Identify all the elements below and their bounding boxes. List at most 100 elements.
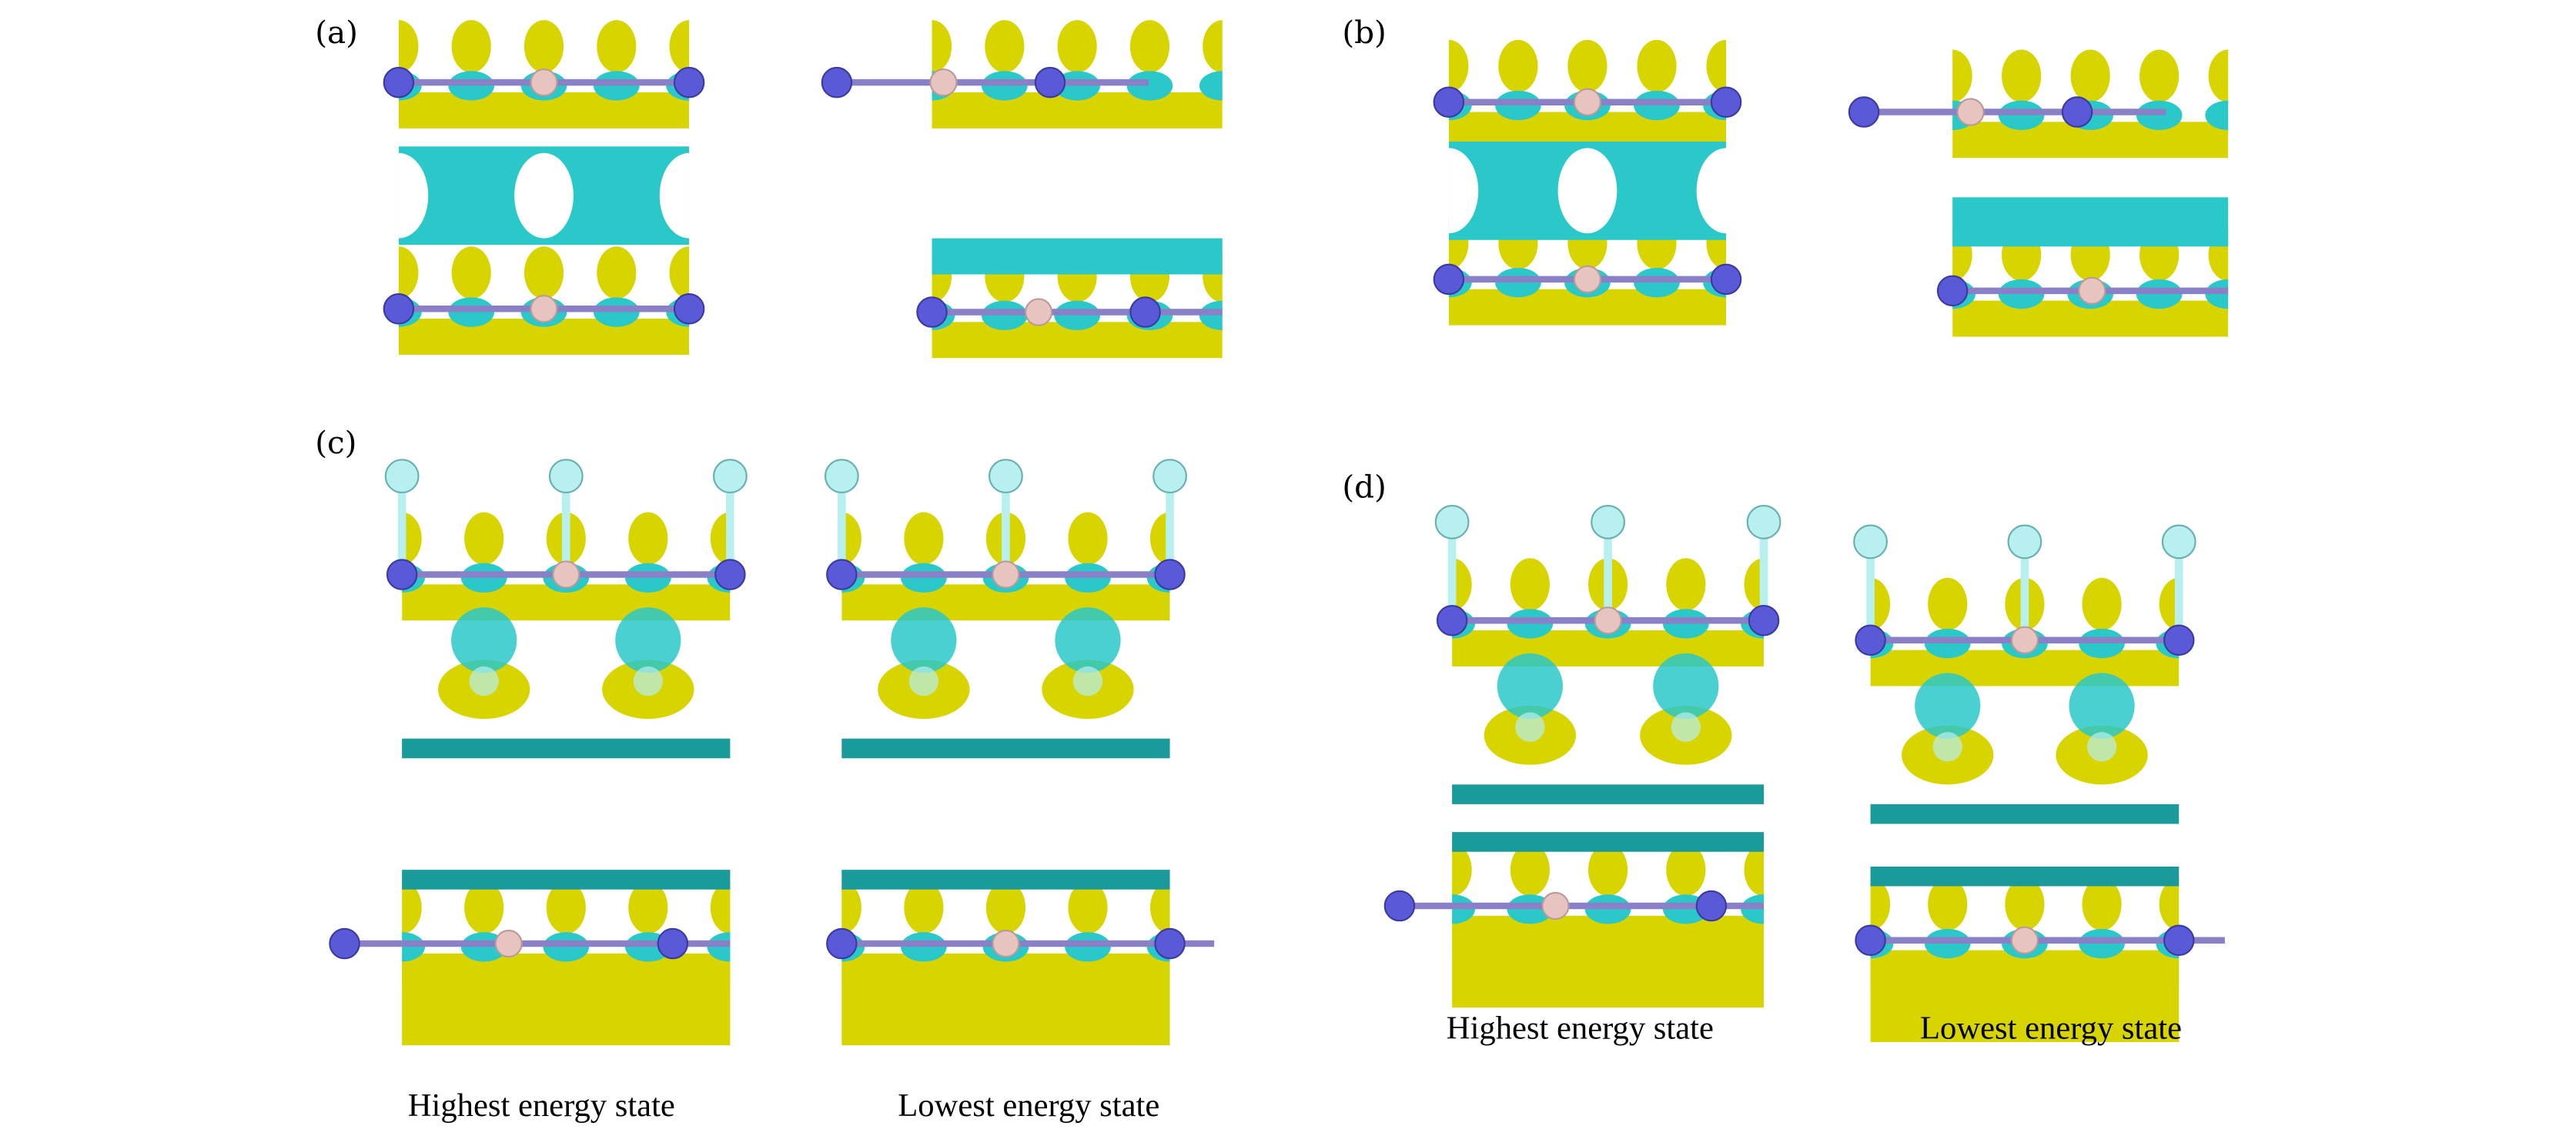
nitrogen-atom [916,296,948,328]
nitrogen-atom [383,293,415,325]
nitrogen-atom [2061,96,2093,128]
nitrogen-atom [826,559,858,590]
isosurface-panel [398,20,690,355]
yellow-lobe [464,881,504,934]
yellow-lobe [1637,39,1677,92]
yellow-lobe [1498,39,1538,92]
hydrogen-atom [1932,732,1962,762]
caption-d-lowest: Lowest energy state [1920,1011,2182,1047]
yellow-lobe [402,512,422,565]
hydrogen-atom [1746,504,1781,540]
yellow-lobe [1129,20,1170,73]
yellow-lobe [2082,877,2122,931]
yellow-lobe [1203,20,1223,73]
nitrogen-atom [1855,624,1886,657]
hydrogen-atom [989,459,1023,494]
yellow-lobe [1952,49,1972,102]
yellow-lobe [524,246,564,299]
nitrogen-atom [1383,890,1416,922]
yellow-lobe [1666,844,1706,897]
yellow-lobe [904,512,944,565]
boron-atom [1541,891,1570,920]
caption-c-lowest: Lowest energy state [898,1088,1159,1124]
nitrogen-atom [1695,890,1728,922]
nitrogen-atom [1154,559,1186,590]
boron-atom [552,560,580,589]
yellow-isosurface [402,963,731,1046]
cyan-sheet [402,738,731,759]
hydrogen-atom [1515,712,1545,742]
yellow-lobe [1870,577,1891,630]
isosurface-hole [1557,148,1618,234]
yellow-lobe [2208,49,2229,102]
yellow-lobe [669,20,690,73]
yellow-lobe [1588,844,1628,897]
hydrogen-atom [633,666,664,697]
hydrogen-atom [1591,504,1625,540]
hydrogen-atom [548,459,584,494]
boron-atom [1024,298,1053,326]
boron-atom [2078,276,2106,305]
yellow-lobe [669,246,690,299]
cyan-isosurface [932,238,1223,275]
yellow-lobe [985,20,1025,73]
cyan-lobe [2205,100,2229,130]
cyan-lobe [1653,653,1719,720]
isosurface-panel [1452,558,1765,952]
hydrogen-atom [2161,524,2196,560]
cyan-lobe [981,71,1028,101]
cyan-lobe [1055,607,1121,673]
yellow-lobe [1149,881,1170,934]
boron-atom [530,68,558,97]
yellow-lobe [524,20,564,73]
nitrogen-atom [383,66,415,99]
hydrogen-atom [384,459,420,494]
cyan-sheet [1452,832,1765,852]
hydrogen-atom [824,459,859,494]
cyan-lobe [1199,71,1223,101]
yellow-lobe [1448,39,1469,92]
boron-atom [992,560,1020,589]
hydrogen-atom [1072,666,1103,697]
cyan-lobe [1507,609,1554,639]
nitrogen-atom [2163,624,2195,657]
yellow-lobe [2139,49,2180,102]
yellow-lobe [904,881,944,934]
cyan-isosurface [1952,197,2229,247]
cyan-sheet [1870,866,2180,887]
yellow-lobe [841,512,861,565]
caption-d-highest: Highest energy state [1447,1011,1714,1047]
cyan-lobe [451,607,517,673]
boron-atom [2010,926,2039,954]
yellow-lobe [597,246,637,299]
yellow-lobe [1744,844,1765,897]
nitrogen-atom [714,559,746,590]
boron-atom [530,295,558,323]
yellow-lobe [710,881,731,934]
panel-label-d: (d) [1342,468,1387,505]
nitrogen-atom [2163,924,2195,957]
nitrogen-atom [673,293,705,325]
cyan-sheet [402,870,731,890]
yellow-lobe [2159,877,2180,931]
boron-atom [1573,265,1602,294]
yellow-lobe [597,20,637,73]
cyan-lobe [1915,673,1981,739]
yellow-lobe [985,881,1026,934]
yellow-lobe [1510,558,1550,611]
panel-label-b: (b) [1342,14,1387,51]
yellow-lobe [1928,877,1968,931]
isosurface-panel [1448,39,1727,326]
yellow-lobe [1744,558,1765,611]
hydrogen-atom [1434,504,1470,540]
nitrogen-atom [1154,927,1186,960]
yellow-lobe [1057,20,1097,73]
cyan-lobe [1126,71,1173,101]
cyan-sheet [1452,784,1765,804]
nitrogen-atom [1855,924,1886,957]
yellow-lobe [402,881,422,934]
yellow-lobe [1666,558,1706,611]
cyan-lobe [891,607,957,673]
yellow-isosurface [1452,925,1765,1008]
nitrogen-atom [826,927,858,960]
